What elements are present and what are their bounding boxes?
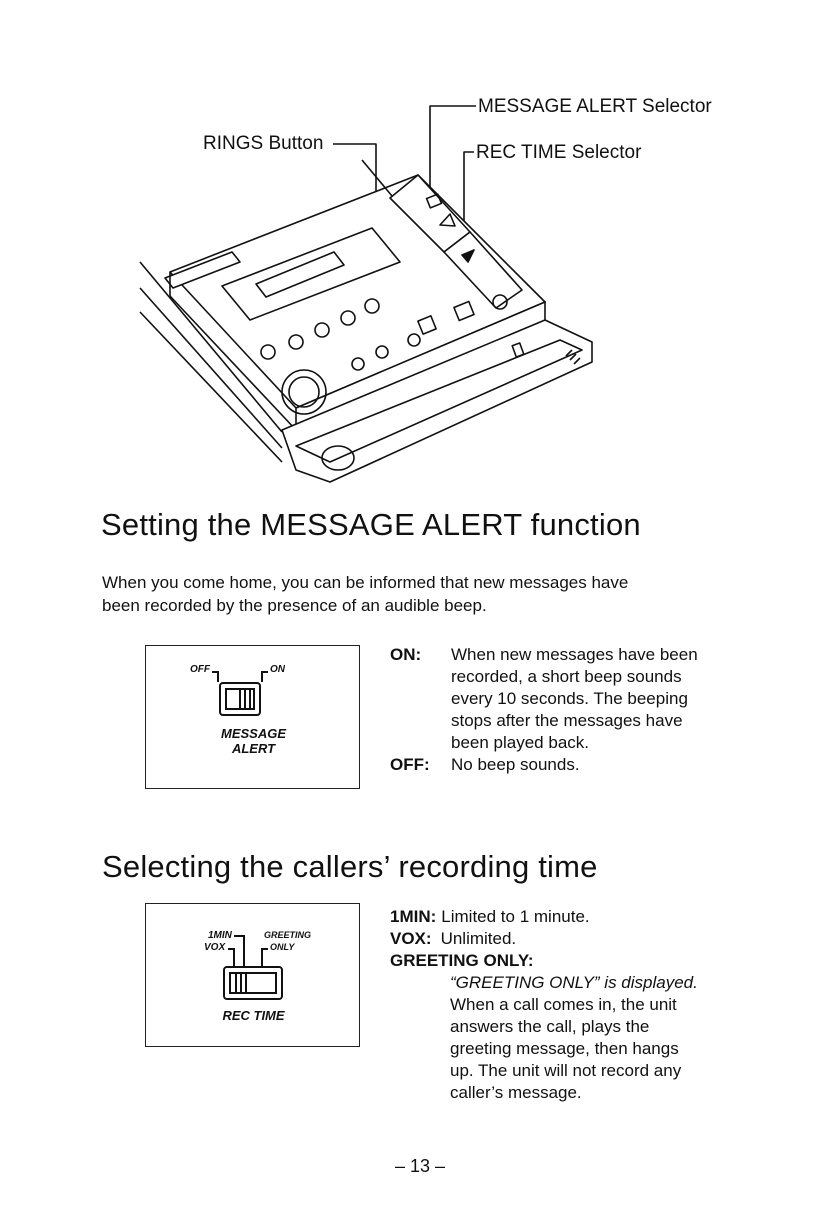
switch-on-label: ON <box>270 664 285 675</box>
definition-vox-text: Unlimited. <box>440 929 517 948</box>
definition-line: every 10 seconds. The beeping <box>451 689 688 708</box>
switch-off-label: OFF <box>190 664 210 675</box>
definition-greeting-text: “GREETING ONLY” is displayed. When a cal… <box>390 972 698 1104</box>
definition-line: “GREETING ONLY” is displayed. <box>450 973 698 992</box>
switch-greeting-label: GREETING <box>264 930 312 940</box>
switch-vox-label: VOX <box>204 942 226 953</box>
intro-line: When you come home, you can be informed … <box>102 573 629 592</box>
term-vox: VOX: <box>390 929 432 948</box>
definition-1min-text: Limited to 1 minute. <box>441 907 590 926</box>
message-alert-switch-figure: OFF ON MESSAGE ALERT <box>145 645 360 789</box>
switch-name-line: MESSAGE <box>220 726 286 741</box>
answering-machine-illustration <box>139 105 593 483</box>
rec-time-switch-icon <box>223 935 283 1000</box>
term-greeting-only: GREETING ONLY: <box>390 951 534 970</box>
message-alert-switch-name: MESSAGE ALERT <box>146 726 361 756</box>
definition-line: greeting message, then hangs <box>450 1039 679 1058</box>
rec-time-switch-figure: 1MIN VOX GREETING ONLY REC TIME <box>145 903 360 1047</box>
definition-off-text: No beep sounds. <box>451 755 580 774</box>
definition-off: OFF: No beep sounds. <box>390 754 698 776</box>
rings-callout: RINGS Button <box>203 133 324 154</box>
definition-line: caller’s message. <box>450 1083 582 1102</box>
message-alert-intro: When you come home, you can be informed … <box>102 571 628 617</box>
definition-line: been played back. <box>451 733 589 752</box>
message-alert-heading: Setting the MESSAGE ALERT function <box>101 507 641 542</box>
definition-on-text: When new messages have been recorded, a … <box>451 644 698 754</box>
message-alert-callout: MESSAGE ALERT Selector <box>478 96 712 117</box>
rec-time-callout: REC TIME Selector <box>476 142 642 163</box>
rec-time-heading: Selecting the callers’ recording time <box>102 849 598 884</box>
term-on: ON: <box>390 645 422 664</box>
definition-line: When a call comes in, the unit <box>450 995 677 1014</box>
rec-time-switch-name: REC TIME <box>222 1008 285 1023</box>
term-1min: 1MIN: <box>390 907 437 926</box>
message-alert-definitions: ON: When new messages have been recorded… <box>390 644 698 776</box>
definition-greeting-only: GREETING ONLY: “GREETING ONLY” is displa… <box>390 950 698 1104</box>
switch-name-line: ALERT <box>231 741 276 756</box>
definition-on: ON: When new messages have been recorded… <box>390 644 698 754</box>
definition-1min: 1MIN: Limited to 1 minute. <box>390 906 698 928</box>
switch-1min-label: 1MIN <box>208 930 232 941</box>
definition-line: up. The unit will not record any <box>450 1061 682 1080</box>
term-off: OFF: <box>390 755 430 774</box>
definition-line: stops after the messages have <box>451 711 683 730</box>
definition-line: recorded, a short beep sounds <box>451 667 682 686</box>
page-number: – 13 – <box>395 1156 446 1176</box>
rec-time-definitions: 1MIN: Limited to 1 minute. VOX: Unlimite… <box>390 906 698 1104</box>
switch-only-label: ONLY <box>270 942 295 952</box>
definition-line: When new messages have been <box>451 645 698 664</box>
message-alert-switch-icon <box>212 671 268 716</box>
definition-line: answers the call, plays the <box>450 1017 650 1036</box>
definition-vox: VOX: Unlimited. <box>390 928 698 950</box>
intro-line: been recorded by the presence of an audi… <box>102 596 487 615</box>
